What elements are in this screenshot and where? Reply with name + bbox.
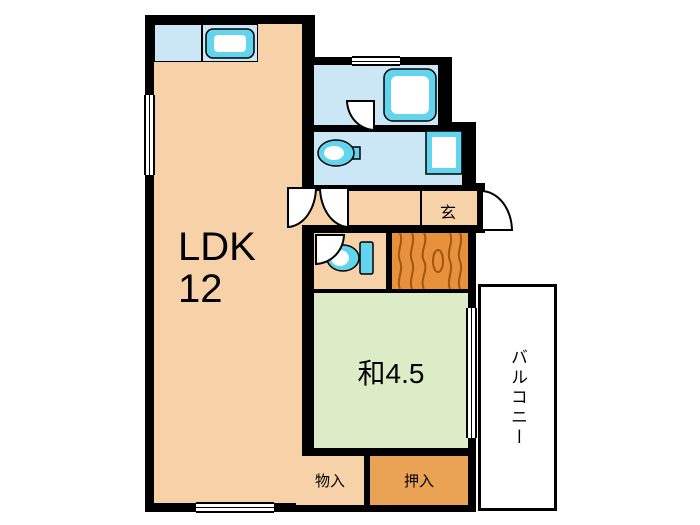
window-washitsu-balcony (466, 308, 477, 438)
storage-label: 物入 (314, 473, 345, 490)
room-ldk (154, 24, 302, 503)
washing-machine-icon (425, 130, 463, 175)
window-ldk-bottom (196, 502, 274, 513)
ldk-size: 12 (178, 267, 223, 311)
closet-label: 押入 (403, 473, 434, 490)
kitchen-sink-icon (205, 28, 255, 59)
bathtub-icon (383, 68, 437, 122)
room-storage (296, 456, 364, 505)
balcony: バルコニー (478, 284, 557, 511)
ldk-name: LDK (178, 225, 256, 269)
wood-floor (392, 232, 468, 290)
washbasin-icon (317, 139, 361, 167)
washitsu-label: 和4.5 (357, 358, 425, 389)
genkan-step-line (420, 191, 422, 225)
window-bath-top (352, 56, 400, 66)
genkan-label: 玄 (440, 205, 457, 222)
window-ldk-left (144, 95, 155, 175)
balcony-label: バルコニー (508, 347, 527, 448)
room-washitsu (314, 293, 468, 448)
room-closet (370, 456, 468, 505)
ldk-label: LDK 12 (178, 226, 256, 310)
kitchen-counter-divider (201, 25, 203, 61)
